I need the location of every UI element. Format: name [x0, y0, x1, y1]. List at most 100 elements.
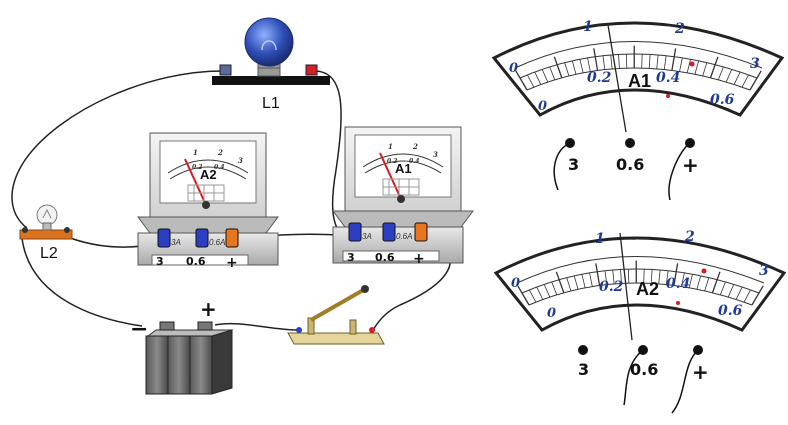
dial1-ticks-tick: [702, 62, 708, 77]
dial2-ticks-tick: [581, 274, 586, 288]
ammeter-a2: 1 2 3 0.2 0.4 A2 3A 0.6A 3 0.6 +: [137, 132, 279, 271]
a1-scale-bot-1: 0.2: [387, 158, 397, 165]
dial1-ticks-tick: [741, 74, 749, 88]
dial1-ticks-tick: [602, 55, 606, 70]
dial1-ticks-tick: [549, 66, 556, 80]
dial-a1-left-zero: 0: [509, 61, 518, 76]
dial-a2-left-zero: 0: [511, 276, 520, 291]
a1-meter-name: A1: [395, 161, 412, 176]
switch-lever: [310, 287, 366, 322]
a2-scale-top-2: 2: [217, 148, 223, 157]
dial-a1-ticks: [515, 45, 762, 91]
a1-needle: [379, 152, 402, 200]
dial2-ticks-tick: [543, 284, 551, 298]
a1-scale-top-1: 1: [388, 142, 393, 151]
ammeter-a1: 1 2 3 0.2 0.4 A1 3A 0.6A 3 0.6 +: [332, 126, 474, 267]
dial2-ticks-tick: [681, 272, 685, 287]
dial2-ticks-tick: [536, 286, 544, 300]
dial-a2-terminal-3: 3: [578, 360, 589, 379]
dial1-ticks-tick: [656, 54, 659, 69]
wires: [11, 70, 451, 331]
wire-l2-to-battery: [21, 237, 143, 327]
dial-a2-bottom-06: 0.6: [718, 303, 743, 319]
label-l2: L2: [40, 245, 58, 262]
dial1-ticks-tick: [733, 71, 741, 85]
dial2-ticks-tick: [612, 269, 615, 284]
dial1-ticks-tick: [564, 62, 570, 77]
dial1-ticks-tick: [579, 59, 584, 73]
bulb-l2-globe-icon: [36, 204, 58, 226]
bulb-l1: L1: [212, 17, 330, 112]
dial-a1-name: A1: [628, 71, 651, 91]
dial-a1-bottom-02: 0.2: [587, 70, 612, 86]
dial-a1-top-2: 2: [674, 21, 685, 37]
wire-l1-to-l2: [11, 70, 226, 229]
bulb-l2-base-board: [19, 229, 73, 240]
a2-terminal-06: 0.6: [186, 255, 206, 268]
label-l1: L1: [262, 95, 280, 112]
dial2-ticks-tick: [743, 289, 751, 303]
dial1-ticks-tick: [725, 69, 733, 83]
dial-a2-terminal-06: 0.6: [630, 360, 658, 379]
dial1-ticks-tick: [526, 74, 535, 88]
dial-a1: 0 1 2 3 0 0.2 0.4 0.6 A1 3 0.6 +: [491, 19, 785, 201]
dial-a1-terminal-3: 3: [568, 155, 579, 174]
dial2-ticks-tick: [735, 286, 743, 300]
dial-a2-ticks: [517, 260, 764, 306]
dial1-ticks-tick: [679, 57, 683, 72]
dial2-ticks-tick: [595, 263, 601, 286]
a2-terminal-3: 3: [156, 255, 164, 268]
bulb-l1-terminal-right: [305, 64, 318, 76]
dial2-ticks-tick: [566, 277, 572, 292]
dial2-ticks-tick: [620, 269, 622, 284]
dial2-ticks-tick: [604, 270, 608, 285]
dial-a1-terminal-06: 0.6: [616, 155, 644, 174]
bulb-l1-base-board: [212, 76, 330, 85]
a2-scale-bot-1: 0.2: [192, 164, 202, 171]
dial1-ticks-tick: [709, 56, 719, 78]
dial2-ticks-tick: [517, 285, 530, 306]
a1-terminal-06: 0.6: [375, 251, 395, 264]
dial1-ticks-tick: [610, 54, 613, 69]
dial1-ticks-tick: [717, 66, 724, 80]
dial2-ticks-tick: [719, 281, 726, 295]
dial-a2: 0 1 2 3 0 0.2 0.4 0.6 A2 3 0.6 +: [493, 229, 787, 414]
dial-a2-frame: [493, 236, 787, 332]
dial1-ticks-tick: [671, 48, 677, 71]
a1-terminal-3: 3: [347, 251, 355, 264]
dial2-ticks-tick: [573, 275, 579, 290]
dial-a1-top-3: 3: [750, 56, 760, 72]
dial-a2-top-3: 3: [759, 263, 769, 279]
a2-terminal-plus: +: [226, 255, 238, 271]
a2-scale-top-3: 3: [238, 156, 243, 165]
dial-a2-bottom-02: 0.2: [599, 279, 624, 295]
dial-a1-terminal-plus: +: [682, 153, 699, 177]
dial2-ticks-tick: [665, 270, 669, 285]
dial1-ticks-tick: [553, 56, 563, 78]
dial2-ticks-tick: [528, 289, 537, 303]
dial-a2-bottom-04: 0.4: [666, 276, 690, 292]
dial-a1-bottom-06: 0.6: [710, 92, 735, 108]
wire-switch-to-battery: [214, 322, 300, 331]
dial1-ticks-tick: [593, 48, 599, 71]
dial2-ticks-tick: [696, 275, 702, 290]
a1-scale-bot-2: 0.4: [409, 158, 419, 165]
battery-plus-label: +: [200, 297, 217, 321]
a2-scale-top-1: 1: [193, 148, 198, 157]
dial1-ticks-tick: [515, 70, 528, 91]
a1-terminal-plus: +: [413, 251, 425, 267]
dial-a1-frame: [491, 21, 785, 117]
battery-minus-label: −: [130, 317, 148, 342]
dial2-ticks-tick: [551, 281, 558, 295]
a2-scale-bot-2: 0.4: [214, 164, 224, 171]
dial2-ticks-tick: [658, 269, 661, 284]
a1-scale-top-2: 2: [412, 142, 418, 151]
dial2-ticks-tick: [688, 274, 693, 288]
bulb-l1-globe-icon: [244, 17, 294, 67]
dial-a2-terminal-plus: +: [692, 360, 709, 384]
dial-a2-top-2: 2: [684, 229, 695, 245]
dial2-ticks-tick: [704, 277, 710, 292]
a2-needle: [184, 158, 207, 206]
dial1-ticks-tick: [534, 71, 542, 85]
dial-a2-needle: [619, 232, 633, 341]
